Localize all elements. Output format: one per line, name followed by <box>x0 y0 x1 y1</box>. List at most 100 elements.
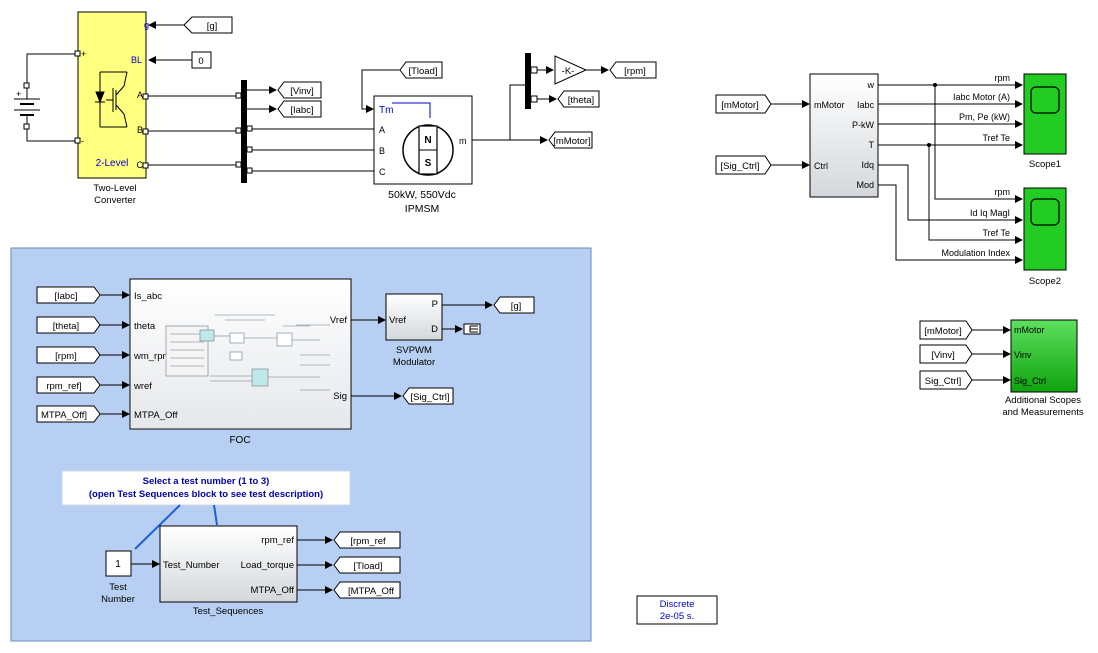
motor-port-m: m <box>459 136 467 146</box>
test-number-caption-line2: Number <box>101 594 135 605</box>
signal-pm-pe: Pm, Pe (kW) <box>959 112 1010 122</box>
svg-text:[theta]: [theta] <box>568 95 594 106</box>
terminator-icon <box>463 323 481 335</box>
svg-text:Load_torque: Load_torque <box>241 560 294 571</box>
motor-pole-n: N <box>424 135 431 146</box>
svg-text:mMotor: mMotor <box>1014 325 1045 335</box>
svg-text:[Sig_Ctrl]: [Sig_Ctrl] <box>720 161 759 172</box>
test-number-constant[interactable]: 1 <box>105 550 132 577</box>
svg-text:MTPA_Off: MTPA_Off <box>251 585 295 596</box>
svg-text:Select a test number (1 to 3): Select a test number (1 to 3) <box>143 476 270 487</box>
svg-text:[Tload]: [Tload] <box>408 66 437 77</box>
svg-text:[MTPA_Off: [MTPA_Off <box>348 586 394 597</box>
signal-tref-te-1: Tref Te <box>982 133 1010 143</box>
additional-caption-line1: Additional Scopes <box>1005 395 1081 406</box>
signal-tref-te-2: Tref Te <box>982 228 1010 238</box>
svpwm-modulator[interactable]: Vref P D <box>385 293 443 341</box>
motor-pole-s: S <box>425 158 432 169</box>
motor-port-tm: Tm <box>379 105 393 116</box>
svg-text:P: P <box>432 299 438 310</box>
svg-text:[Tload]: [Tload] <box>353 561 382 572</box>
converter-plus: + <box>81 49 86 59</box>
svg-text:[mMotor]: [mMotor] <box>924 326 961 337</box>
signal-modulation-index: Modulation Index <box>941 248 1010 258</box>
svg-text:T: T <box>869 140 875 150</box>
svg-text:Vref: Vref <box>389 315 406 326</box>
powergui-block[interactable]: Discrete 2e-05 s. <box>636 595 718 625</box>
motor-caption-line1: 50kW, 550Vdc <box>388 189 456 201</box>
motor-port-b: B <box>379 146 385 156</box>
goto-tag-tload[interactable]: [Tload] <box>333 556 401 574</box>
signal-rpm-1: rpm <box>995 73 1011 83</box>
converter-port-c: C <box>137 160 144 170</box>
goto-tag-sigctrl[interactable]: [Sig_Ctrl] <box>402 387 454 405</box>
svg-text:MTPA_Off: MTPA_Off <box>134 410 178 421</box>
from-tag-sigctrl-measure[interactable]: [Sig_Ctrl] <box>715 155 772 175</box>
test-sequences-block[interactable]: Test_Number rpm_ref Load_torque MTPA_Off <box>159 525 298 603</box>
goto-tag-rpm[interactable]: [rpm] <box>609 61 657 79</box>
svg-text:-K-: -K- <box>562 66 575 77</box>
converter-caption-line1: Two-Level <box>93 183 136 194</box>
foc-subsystem-block[interactable]: Is_abc theta wm_rpm wref MTPA_Off Vref S… <box>129 278 352 430</box>
goto-tag-g[interactable]: [g] <box>493 296 535 314</box>
goto-tag-mmotor[interactable]: [mMotor] <box>548 131 593 149</box>
svg-text:[rpm]: [rpm] <box>55 351 77 362</box>
goto-tag-mtpa[interactable]: [MTPA_Off <box>333 581 401 599</box>
from-tag-iabc-foc[interactable]: [Iabc] <box>36 286 101 304</box>
svg-text:[mMotor]: [mMotor] <box>721 100 758 111</box>
two-level-converter[interactable]: 2-Level g BL A B C + - <box>74 11 149 179</box>
svg-text:[g]: [g] <box>207 21 218 32</box>
scope1[interactable] <box>1023 73 1067 155</box>
from-tag-theta-foc[interactable]: [theta] <box>36 316 101 334</box>
converter-port-b: B <box>137 125 143 135</box>
svg-text:wref: wref <box>133 381 152 392</box>
test-selection-note: Select a test number (1 to 3) (open Test… <box>61 470 351 506</box>
converter-port-g: g <box>144 20 149 30</box>
measurement-bus-bar <box>241 80 247 183</box>
svg-text:Vref: Vref <box>330 315 347 326</box>
svg-text:Vinv: Vinv <box>1014 350 1032 360</box>
svpwm-caption-line2: Modulator <box>393 357 435 368</box>
svg-text:[rpm_ref: [rpm_ref <box>350 536 386 547</box>
from-tag-mtpa-foc[interactable]: MTPA_Off] <box>36 405 101 423</box>
goto-tag-theta[interactable]: [theta] <box>557 90 600 108</box>
constant-bl[interactable]: 0 <box>191 51 212 69</box>
svg-text:rpm_ref: rpm_ref <box>261 535 294 546</box>
svg-text:Iabc: Iabc <box>857 100 875 110</box>
svg-text:rpm_ref]: rpm_ref] <box>46 381 81 392</box>
converter-caption-line2: Converter <box>94 195 136 206</box>
from-tag-tload[interactable]: [Tload] <box>399 61 443 79</box>
svg-text:1: 1 <box>115 559 121 570</box>
igbt-icon <box>95 71 128 128</box>
svg-text:[theta]: [theta] <box>53 321 79 332</box>
svg-text:theta: theta <box>134 321 156 332</box>
test-number-caption-line1: Test <box>109 582 127 593</box>
from-tag-rpmref-foc[interactable]: rpm_ref] <box>36 376 101 394</box>
measurement-subsystem[interactable]: w Iabc P-kW T Idq Mod mMotor Ctrl <box>809 73 879 198</box>
motor-demux-bar <box>525 53 531 109</box>
from-tag-g[interactable]: [g] <box>183 16 233 34</box>
from-tag-rpm-foc[interactable]: [rpm] <box>36 346 101 364</box>
goto-tag-iabc[interactable]: [Iabc] <box>277 100 322 118</box>
foc-caption: FOC <box>229 435 250 446</box>
scope1-screen-icon <box>1030 86 1060 114</box>
svg-text:w: w <box>867 80 875 90</box>
goto-tag-rpmref[interactable]: [rpm_ref <box>333 531 401 549</box>
svg-text:D: D <box>431 324 438 335</box>
signal-iabc-motor: Iabc Motor (A) <box>953 92 1010 102</box>
from-tag-sigctrl-additional[interactable]: Sig_Ctrl] <box>919 370 973 390</box>
ipmsm-motor[interactable]: Tm A B C m N S <box>373 95 473 185</box>
goto-tag-vinv[interactable]: [Vinv] <box>277 81 322 99</box>
svg-text:Ctrl: Ctrl <box>814 161 828 171</box>
scope2[interactable] <box>1023 187 1067 271</box>
additional-scopes-block[interactable]: mMotor Vinv Sig_Ctrl <box>1010 319 1078 393</box>
svg-text:Sig_Ctrl: Sig_Ctrl <box>1014 376 1046 386</box>
from-tag-mmotor-measure[interactable]: [mMotor] <box>715 94 772 114</box>
gain-block[interactable]: -K- <box>554 55 588 85</box>
from-tag-mmotor-additional[interactable]: [mMotor] <box>919 320 973 340</box>
dc-voltage-source[interactable]: + <box>14 53 78 142</box>
svg-text:Test_Number: Test_Number <box>163 560 220 571</box>
converter-minus: - <box>81 136 84 146</box>
from-tag-vinv-additional[interactable]: [Vinv] <box>919 344 973 364</box>
svg-text:[rpm]: [rpm] <box>624 66 646 77</box>
